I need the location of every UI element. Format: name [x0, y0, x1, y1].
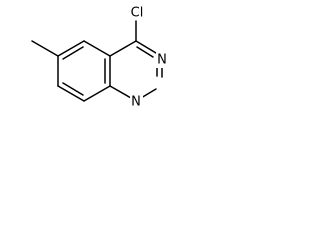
- bond-c6-methyl: [31, 40, 59, 57]
- bond-n1-c8a: [109, 85, 132, 99]
- chlorine-label: Cl: [131, 6, 144, 21]
- pyrimidine-ring: [109, 40, 163, 102]
- nitrogen-3-label: N: [157, 53, 167, 68]
- bond-c7-c8: [57, 85, 85, 102]
- benzene-ring: [57, 40, 111, 102]
- double-bond-c5-c6: [62, 46, 84, 60]
- double-bond-c4-n3: [136, 46, 154, 58]
- bond-c4a-c5: [83, 40, 111, 57]
- label-bg-n3: [156, 52, 169, 68]
- double-bond-c7-c8: [62, 82, 84, 96]
- chemical-structure: Cl N N: [31, 4, 169, 110]
- bond-c4-n3: [135, 40, 157, 54]
- label-bg-n1: [130, 94, 143, 110]
- label-bg-cl: [126, 4, 146, 20]
- bond-c4a-c4: [109, 40, 137, 57]
- bond-c8-c8a: [83, 85, 111, 102]
- nitrogen-1-label: N: [131, 95, 141, 110]
- bond-c5-c6: [57, 40, 85, 57]
